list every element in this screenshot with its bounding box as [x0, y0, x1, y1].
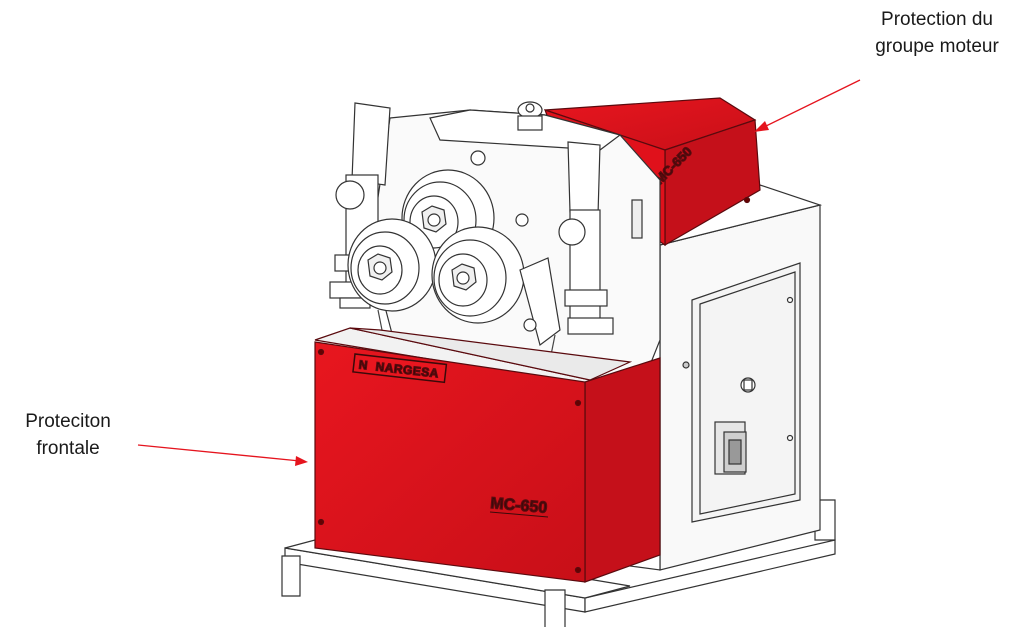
front-model-label: MC-650 — [490, 495, 548, 517]
motor-guard-label: Protection du groupe moteur — [852, 6, 1022, 60]
front-guard-label-line1: Proteciton — [25, 411, 111, 432]
right-roller — [431, 226, 525, 324]
motor-guard-label-line2: groupe moteur — [875, 36, 999, 57]
motor-guard-label-line1: Protection du — [881, 9, 993, 30]
brand-plate: NARGESA N — [352, 353, 448, 384]
left-roller — [347, 218, 437, 312]
callout-arrow-front — [137, 444, 308, 466]
front-guard: NARGESA N MC-650 — [314, 327, 661, 583]
svg-text:N: N — [358, 358, 368, 373]
guide-bracket — [519, 257, 561, 347]
front-guard-label: Proteciton frontale — [0, 408, 136, 462]
callout-arrow-motor — [754, 79, 861, 132]
power-connector — [714, 421, 747, 475]
front-guard-label-line2: frontale — [36, 438, 100, 459]
